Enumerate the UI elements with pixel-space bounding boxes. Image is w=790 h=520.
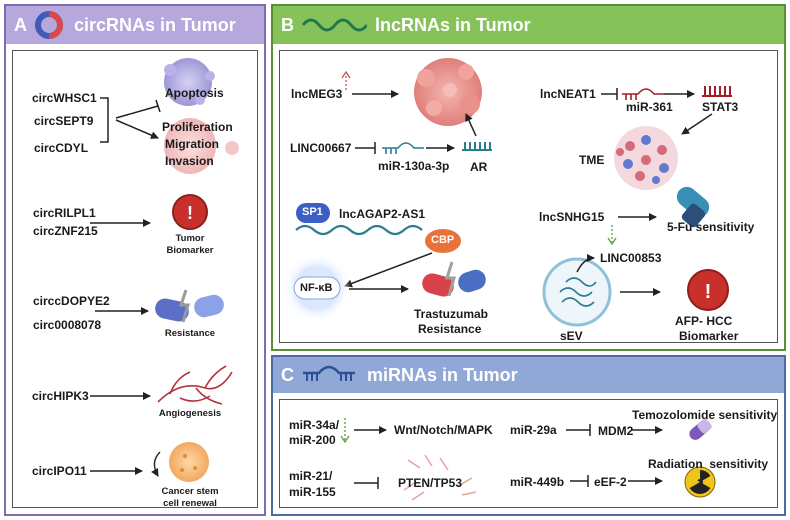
cbp-pill <box>425 229 461 253</box>
sp1-pill <box>296 203 330 223</box>
trastuzumab-label: Trastuzumab <box>414 307 489 321</box>
mir449b-label: miR-449b <box>510 475 565 489</box>
stem-cell-icon <box>169 442 209 482</box>
nfkb-label: NF-κB <box>300 282 333 294</box>
circipo11-label: circIPO11 <box>32 464 87 478</box>
pten-pathway-motif-icon <box>403 454 477 501</box>
arrow-ar-to-tumor <box>465 113 477 137</box>
mir200-label: miR-200 <box>289 433 336 447</box>
trastuzumab-resistance-label: Resistance <box>418 322 482 336</box>
circwhsc1-label: circWHSC1 <box>32 91 97 105</box>
panel-b-title: lncRNAs in Tumor <box>375 14 531 35</box>
mir130-label: miR-130a-3p <box>378 159 450 173</box>
tme-label: TME <box>579 153 605 167</box>
tumor-mass-icon <box>414 58 482 126</box>
nfkb-pill <box>293 276 341 300</box>
migration-label: Migration <box>165 137 219 151</box>
stat3-receptor-icon <box>702 86 732 97</box>
sp1-label: SP1 <box>302 206 323 218</box>
capsule-resistance-icon <box>155 289 224 323</box>
panel-b-content <box>279 50 778 343</box>
sev-label: sEV <box>560 329 583 343</box>
circhipk3-label: circHIPK3 <box>32 389 89 403</box>
ar-label: AR <box>470 160 488 174</box>
panel-c-header: C miRNAs in Tumor <box>273 357 784 393</box>
panel-a-content <box>12 50 258 508</box>
radiation-label: Radiation sensitivity <box>648 457 769 471</box>
blood-vessel-icon <box>157 365 233 405</box>
arrow-cbp-to-nfkb <box>344 252 433 288</box>
cbp-label: CBP <box>431 234 455 246</box>
mdm2-label: MDM2 <box>598 424 634 438</box>
circrna-ring-icon <box>35 11 63 39</box>
panel-a-letter: A <box>14 14 27 35</box>
invasion-label: Invasion <box>165 154 214 168</box>
lncagap-strand-icon <box>295 224 423 236</box>
circsept9-label: circSEPT9 <box>34 114 94 128</box>
resistance-label: Resistance <box>164 328 216 339</box>
eef2-label: eEF-2 <box>594 475 627 489</box>
apoptosis-cell-icon <box>164 58 215 106</box>
circrilpl1-label: circRILPL1 <box>33 206 96 220</box>
proliferation-label: Proliferation <box>162 120 233 134</box>
5fu-label: 5-Fu sensitivity <box>667 220 755 234</box>
arrow-sev-to-linc00853 <box>576 254 595 273</box>
mir21-label: miR-21/ <box>289 469 333 483</box>
svg-text:!: ! <box>705 281 712 303</box>
mir34-label: miR-34a/ <box>289 418 340 432</box>
circcdopye2-label: circcDOPYE2 <box>33 294 110 308</box>
panel-a: A circRNAs in Tumor <box>4 4 266 516</box>
tme-cluster-icon <box>614 126 678 190</box>
panel-a-header: A circRNAs in Tumor <box>6 6 264 44</box>
panel-c-title: miRNAs in Tumor <box>367 364 518 385</box>
temozolomide-label: Temozolomide sensitivity <box>632 408 778 422</box>
panel-c-content <box>279 399 778 508</box>
wnt-label: Wnt/Notch/MAPK <box>394 423 493 437</box>
panel-a-group1-connector <box>100 97 161 143</box>
linc00853-label: LINC00853 <box>600 251 662 265</box>
arrow-stat3-to-tme <box>681 113 713 135</box>
afp-alert-icon: ! <box>687 269 729 311</box>
ar-receptor-icon <box>462 142 492 151</box>
circcdyl-label: circCDYL <box>34 141 89 155</box>
mir130-hairpin-icon <box>382 142 424 154</box>
linc00667-label: LINC00667 <box>290 141 352 155</box>
mir155-label: miR-155 <box>289 485 336 499</box>
afp-biomarker-label: Biomarker <box>679 329 739 343</box>
lncsnhg15-label: lncSNHG15 <box>539 210 605 224</box>
panel-c-letter: C <box>281 364 294 385</box>
panel-a-title: circRNAs in Tumor <box>74 14 236 35</box>
panel-b-header: B lncRNAs in Tumor <box>273 6 784 44</box>
svg-text:!: ! <box>187 203 193 223</box>
lncagap-label: lncAGAP2-AS1 <box>339 207 426 221</box>
alert-icon: ! <box>172 194 208 230</box>
panel-b: B lncRNAs in Tumor <box>271 4 786 351</box>
afp-hcc-label: AFP- HCC <box>675 314 733 328</box>
stat3-label: STAT3 <box>702 100 739 114</box>
lncrna-wave-icon <box>301 18 367 32</box>
renewal-curve-arrow <box>151 451 161 477</box>
radiation-icon <box>684 466 716 498</box>
panel-b-letter: B <box>281 14 294 35</box>
lncmeg3-label: lncMEG3 <box>291 87 343 101</box>
biomarker-label: Biomarker <box>166 245 214 256</box>
circznf215-label: circZNF215 <box>33 224 98 238</box>
cell-renewal-label: cell renewal <box>163 498 217 509</box>
capsule-5fu-icon <box>676 186 710 228</box>
pten-label: PTEN/TP53 <box>398 476 463 490</box>
lncneat1-label: lncNEAT1 <box>540 87 596 101</box>
tumor-label: Tumor <box>175 233 205 244</box>
mir361-label: miR-361 <box>626 100 673 114</box>
mir29a-label: miR-29a <box>510 423 557 437</box>
apoptosis-label: Apoptosis <box>165 86 224 100</box>
circ0008078-label: circ0008078 <box>33 318 102 332</box>
capsule-trastuzumab-icon <box>422 261 486 297</box>
angiogenesis-label: Angiogenesis <box>158 408 222 419</box>
mirna-hairpin-icon <box>303 365 355 381</box>
proliferation-cell-icon <box>164 118 239 174</box>
cancer-stem-label: Cancer stem <box>161 486 219 497</box>
capsule-temozolomide-icon <box>689 418 712 440</box>
mir361-hairpin-icon <box>622 88 664 100</box>
